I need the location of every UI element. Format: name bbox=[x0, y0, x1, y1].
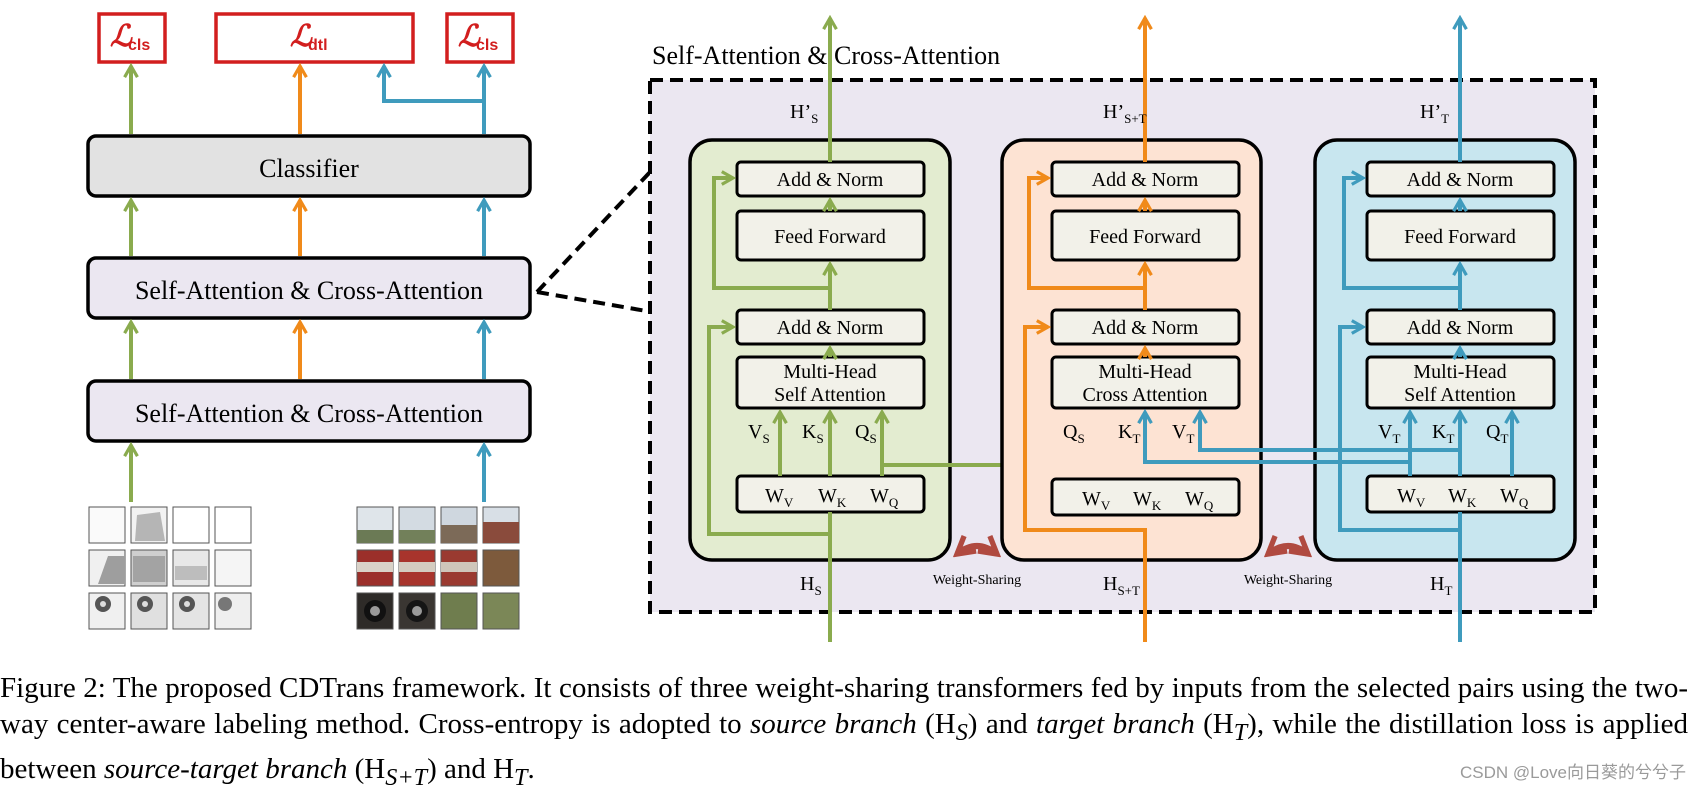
source-add-norm-bottom: Add & Norm bbox=[777, 317, 884, 339]
loss-dtl-label: dtl bbox=[308, 37, 328, 54]
mixed-block: Add & Norm Feed Forward Add & Norm Multi… bbox=[1000, 14, 1263, 642]
csdn-watermark: CSDN @Love向日葵的兮兮子 bbox=[1459, 763, 1686, 782]
loss-cls-source-label: cls bbox=[128, 37, 150, 54]
target-wq: WQ bbox=[1500, 485, 1529, 510]
mixed-attn-line1: Multi-Head bbox=[1098, 361, 1191, 383]
target-input-label: HT bbox=[1430, 573, 1452, 598]
layer-top-box bbox=[86, 256, 532, 320]
mixed-v-label: VT bbox=[1172, 421, 1194, 446]
source-k-label: KS bbox=[802, 421, 824, 446]
target-k-label: KT bbox=[1432, 421, 1454, 446]
loss-dtl-box: ℒ dtl bbox=[214, 12, 415, 64]
layer-bottom-box bbox=[86, 379, 532, 443]
mixed-add-norm-bottom: Add & Norm bbox=[1092, 317, 1199, 339]
weight-sharing-left: Weight-Sharing bbox=[933, 546, 1021, 588]
source-block: Add & Norm Feed Forward Add & Norm Multi… bbox=[688, 14, 1116, 642]
mixed-wq: WQ bbox=[1185, 488, 1214, 513]
classifier-box bbox=[86, 134, 532, 198]
layer-top-label: Self-Attention & Cross-Attention bbox=[135, 276, 483, 305]
mixed-output-label: H’S+T bbox=[1103, 101, 1147, 126]
source-add-norm-top: Add & Norm bbox=[777, 169, 884, 191]
target-wv: WV bbox=[1397, 485, 1426, 510]
weight-sharing-right-label: Weight-Sharing bbox=[1244, 573, 1332, 588]
target-block: Add & Norm Feed Forward Add & Norm Multi… bbox=[1137, 14, 1577, 642]
source-image-patches bbox=[88, 506, 252, 630]
loss-cls-target-label: cls bbox=[476, 37, 498, 54]
target-add-norm-top: Add & Norm bbox=[1407, 169, 1514, 191]
mixed-feed-forward: Feed Forward bbox=[1089, 226, 1201, 248]
target-q-label: QT bbox=[1486, 421, 1508, 446]
weight-sharing-right: Weight-Sharing bbox=[1244, 546, 1332, 588]
svg-text:ℒ: ℒ bbox=[110, 20, 133, 53]
target-wk: WK bbox=[1448, 485, 1477, 510]
zoom-line-top bbox=[535, 168, 654, 294]
mixed-add-norm-top: Add & Norm bbox=[1092, 169, 1199, 191]
svg-text:ℒ: ℒ bbox=[458, 20, 481, 53]
source-v-label: VS bbox=[748, 421, 770, 446]
source-wv: WV bbox=[765, 485, 794, 510]
mixed-attn-line2: Cross Attention bbox=[1082, 384, 1207, 406]
target-add-norm-bottom: Add & Norm bbox=[1407, 317, 1514, 339]
mixed-k-label: KT bbox=[1118, 421, 1140, 446]
layer-bottom-label: Self-Attention & Cross-Attention bbox=[135, 399, 483, 428]
classifier-label: Classifier bbox=[259, 154, 359, 183]
weight-sharing-left-label: Weight-Sharing bbox=[933, 573, 1021, 588]
target-attn-line1: Multi-Head bbox=[1413, 361, 1506, 383]
source-input-label: HS bbox=[800, 573, 822, 598]
target-attn-line2: Self Attention bbox=[1404, 384, 1516, 406]
target-output-label: H’T bbox=[1420, 101, 1449, 126]
target-v-label: VT bbox=[1378, 421, 1400, 446]
mixed-q-label: QS bbox=[1063, 421, 1085, 446]
target-image-patches bbox=[356, 506, 520, 630]
loss-cls-source-box: ℒ cls bbox=[97, 12, 167, 64]
svg-text:ℒ: ℒ bbox=[290, 20, 313, 53]
target-feed-forward: Feed Forward bbox=[1404, 226, 1516, 248]
source-attn-line1: Multi-Head bbox=[783, 361, 876, 383]
source-wq: WQ bbox=[870, 485, 899, 510]
source-wk: WK bbox=[818, 485, 847, 510]
mixed-wv: WV bbox=[1082, 488, 1111, 513]
mixed-input-label: HS+T bbox=[1103, 573, 1140, 598]
source-feed-forward: Feed Forward bbox=[774, 226, 886, 248]
left-stack: ℒ cls ℒ dtl ℒ cls Classifier Self-Attent… bbox=[86, 12, 532, 630]
zoom-line-bottom bbox=[536, 290, 653, 314]
source-output-label: H’S bbox=[790, 101, 818, 126]
figure-caption: Figure 2: The proposed CDTrans framework… bbox=[0, 672, 1688, 791]
panel-title: Self-Attention & Cross-Attention bbox=[652, 41, 1000, 70]
source-q-label: QS bbox=[855, 421, 877, 446]
mixed-wk: WK bbox=[1133, 488, 1162, 513]
source-attn-line2: Self Attention bbox=[774, 384, 886, 406]
loss-cls-target-box: ℒ cls bbox=[445, 12, 515, 64]
